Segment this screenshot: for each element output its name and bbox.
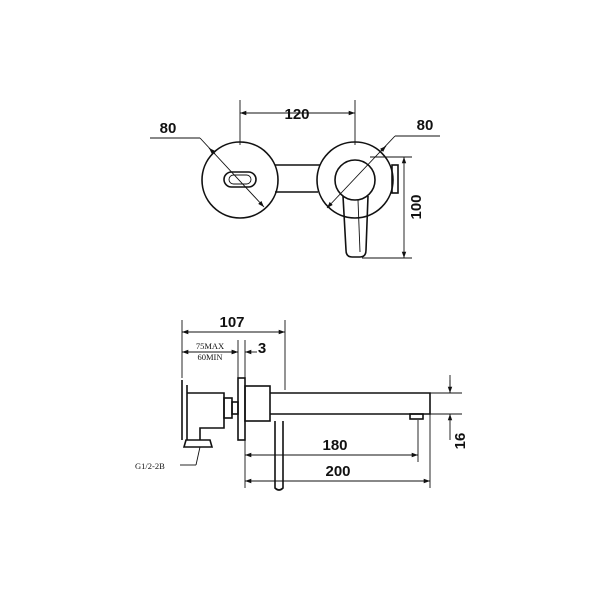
dim-right-diameter-80: 80 bbox=[417, 117, 434, 134]
front-view: 120 80 80 100 bbox=[150, 100, 440, 259]
dim-height-100: 100 bbox=[408, 194, 425, 219]
dim-wall-max: 75MAX bbox=[196, 341, 224, 351]
spout-arm bbox=[270, 392, 431, 415]
side-view: G1/2-2B 107 75MAX 60MIN 3 180 200 bbox=[135, 314, 469, 491]
dim-overall-depth-107: 107 bbox=[219, 314, 244, 331]
dim-spout-height-16: 16 bbox=[452, 433, 469, 450]
wall-box-outline bbox=[181, 380, 188, 440]
handle-hub bbox=[334, 159, 376, 201]
connector-g12 bbox=[182, 439, 214, 448]
side-tab bbox=[391, 164, 399, 194]
spout-outlet-oval bbox=[223, 171, 257, 188]
connection-label: G1/2-2B bbox=[135, 461, 165, 471]
connecting-body bbox=[275, 164, 320, 193]
dim-width-120: 120 bbox=[284, 106, 309, 123]
handle-block bbox=[244, 385, 271, 422]
aerator bbox=[409, 413, 424, 420]
handle-lever-side bbox=[274, 421, 284, 491]
handle-lever bbox=[342, 195, 369, 258]
dim-left-diameter-80: 80 bbox=[160, 120, 177, 137]
left-cover-plate bbox=[201, 141, 279, 219]
valve-body bbox=[187, 392, 225, 440]
dim-wall-min: 60MIN bbox=[197, 352, 222, 362]
dim-spout-reach-180: 180 bbox=[322, 437, 347, 454]
cover-plate-side bbox=[237, 377, 246, 441]
dim-total-reach-200: 200 bbox=[325, 463, 350, 480]
dim-plate-3: 3 bbox=[258, 340, 266, 357]
